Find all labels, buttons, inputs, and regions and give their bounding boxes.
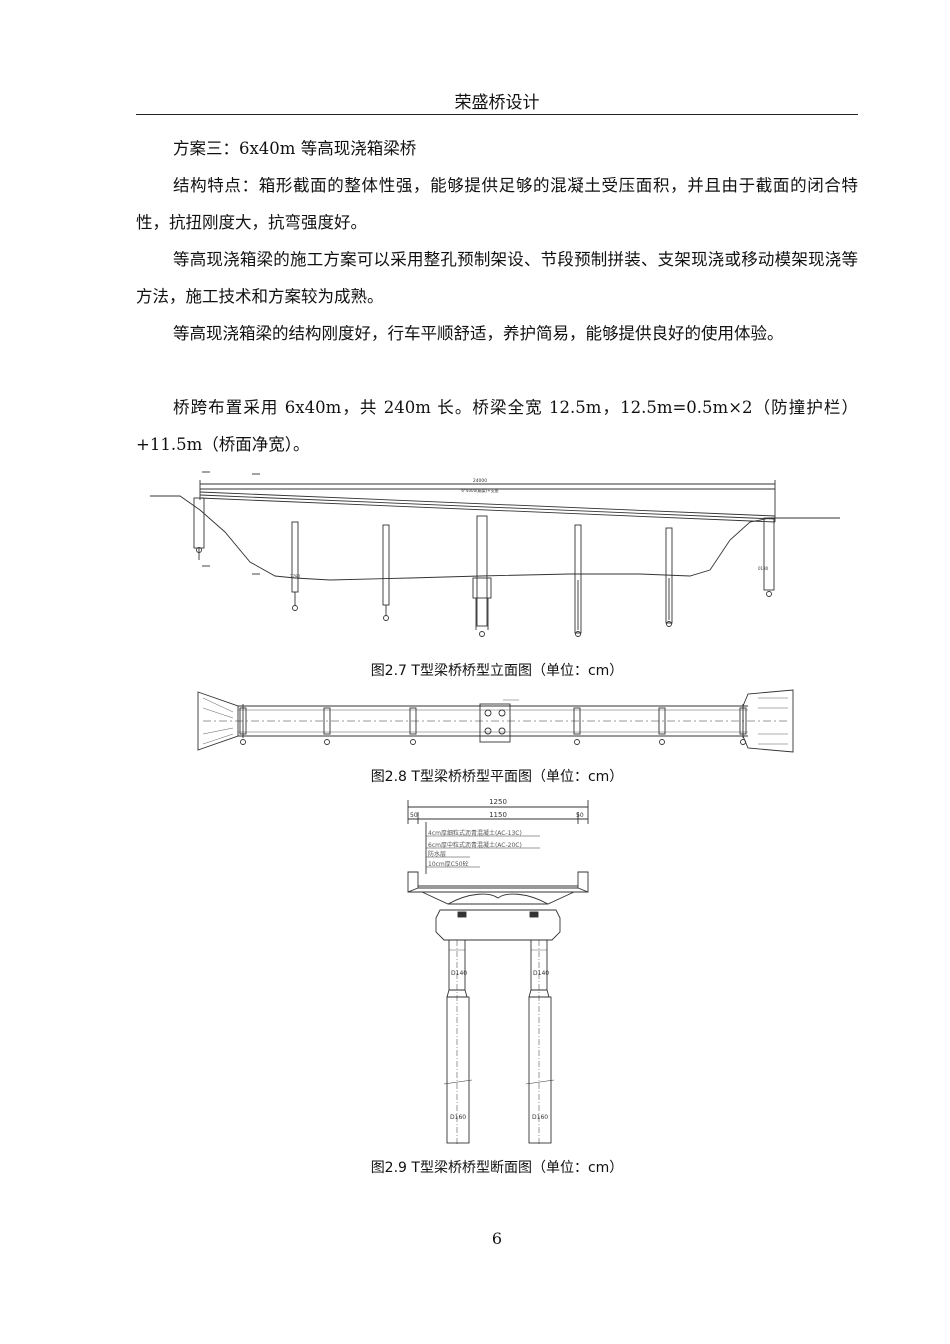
elevation-drawing: 24000 6*4000(箱梁)+支座 0180 2780 — [150, 471, 840, 637]
paragraph-structure-features: 结构特点：箱形截面的整体性强，能够提供足够的混凝土受压面积，并且由于截面的闭合特… — [136, 176, 858, 232]
paragraph-stiffness: 等高现浇箱梁的结构刚度好，行车平顺舒适，养护简易，能够提供良好的使用体验。 — [173, 324, 784, 343]
section-width-total: 1250 — [489, 798, 507, 806]
cross-section-drawing: 1250 1150 50 50 4cm厚细粒式沥青混凝土(AC-13C) 6cm… — [407, 798, 589, 1144]
section-layer-3: 防水层 — [428, 850, 446, 858]
section-pier-upper-left: D140 — [451, 970, 467, 977]
plan-drawing — [197, 689, 794, 753]
elevation-elev-a: 2780 — [290, 574, 301, 579]
page-header-title: 荣盛桥设计 — [454, 93, 540, 113]
section-rail-right: 50 — [576, 812, 584, 819]
section-layer-4: 10cm厚C50砼 — [428, 860, 469, 868]
paragraph-scheme-title: 方案三：6x40m 等高现浇箱梁桥 — [173, 139, 417, 158]
section-layer-1: 4cm厚细粒式沥青混凝土(AC-13C) — [428, 829, 522, 837]
section-width-deck: 1150 — [489, 811, 507, 819]
figure-2-7-caption: 图2.7 T型梁桥桥型立面图（单位：cm） — [370, 663, 624, 679]
paragraph-construction: 等高现浇箱梁的施工方案可以采用整孔预制架设、节段预制拼装、支架现浇或移动模架现浇… — [136, 250, 858, 306]
figure-2-9-caption: 图2.9 T型梁桥桥型断面图（单位：cm） — [370, 1160, 624, 1176]
figure-2-8-caption: 图2.8 T型梁桥桥型平面图（单位：cm） — [370, 769, 624, 785]
header-rule — [136, 114, 858, 115]
section-pier-lower-left: D160 — [450, 1114, 466, 1121]
section-pier-upper-right: D140 — [533, 970, 549, 977]
elevation-span-note: 6*4000(箱梁)+支座 — [461, 487, 498, 493]
elevation-elev-b: 0180 — [758, 566, 769, 571]
section-layer-2: 6cm厚中粒式沥青混凝土(AC-20C) — [428, 841, 522, 849]
section-rail-left: 50 — [410, 812, 418, 819]
page-number: 6 — [491, 1229, 503, 1248]
paragraph-span-layout: 桥跨布置采用 6x40m，共 240m 长。桥梁全宽 12.5m，12.5m=0… — [136, 398, 858, 454]
elevation-total-length: 24000 — [473, 478, 487, 484]
section-pier-lower-right: D160 — [532, 1114, 548, 1121]
